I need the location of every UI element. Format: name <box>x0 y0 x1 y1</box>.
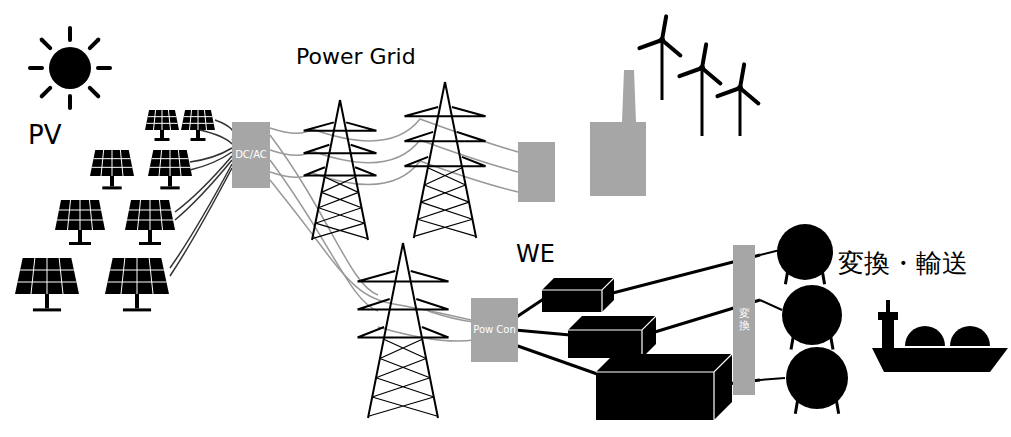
label: 変換・輸送 <box>838 246 968 281</box>
label: WE <box>516 240 555 268</box>
box-label: 変換 <box>739 308 750 332</box>
power-line <box>270 180 471 320</box>
pv-wires <box>170 120 234 276</box>
label: Power Grid <box>296 44 416 69</box>
sun-icon <box>30 28 110 108</box>
box-label: DC/AC <box>235 149 267 161</box>
tanks <box>777 224 848 414</box>
process-box: Pow Con <box>471 298 518 362</box>
substation-box <box>518 142 555 202</box>
pylons <box>304 82 486 418</box>
label: PV <box>28 120 61 150</box>
box-label: Pow Con <box>473 324 516 336</box>
factory <box>590 70 646 196</box>
process-box: DC/AC <box>232 122 270 188</box>
ship <box>872 300 1008 372</box>
electrolyzers <box>542 278 732 420</box>
process-box: 変換 <box>733 245 755 395</box>
wind-turbines <box>639 16 758 136</box>
